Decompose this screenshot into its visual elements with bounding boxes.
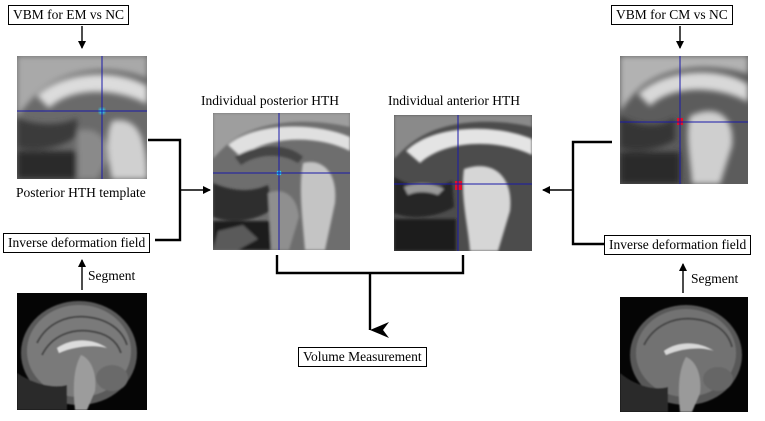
anterior-hth-template-image [620, 56, 748, 184]
posterior-hth-template-image [17, 56, 147, 179]
individual-anterior-label: Individual anterior HTH [388, 93, 520, 108]
individual-posterior-label: Individual posterior HTH [201, 93, 339, 108]
segment-left-label: Segment [88, 268, 136, 283]
inverse-deformation-left-box: Inverse deformation field [3, 233, 151, 253]
right-bracket [571, 140, 612, 246]
left-bracket [148, 138, 182, 242]
volume-measurement-box: Volume Measurement [298, 347, 427, 367]
vbm-em-box: VBM for EM vs NC [8, 5, 130, 25]
sagittal-brain-right-image [620, 297, 748, 412]
sagittal-brain-left-image [17, 293, 147, 410]
bottom-bracket [275, 255, 465, 275]
posterior-template-label: Posterior HTH template [16, 185, 146, 200]
inverse-deformation-right-box: Inverse deformation field [604, 235, 752, 255]
vbm-cm-box: VBM for CM vs NC [611, 5, 733, 25]
segment-right-label: Segment [691, 271, 739, 286]
individual-posterior-hth-image [213, 113, 350, 250]
individual-anterior-hth-image [394, 115, 532, 251]
